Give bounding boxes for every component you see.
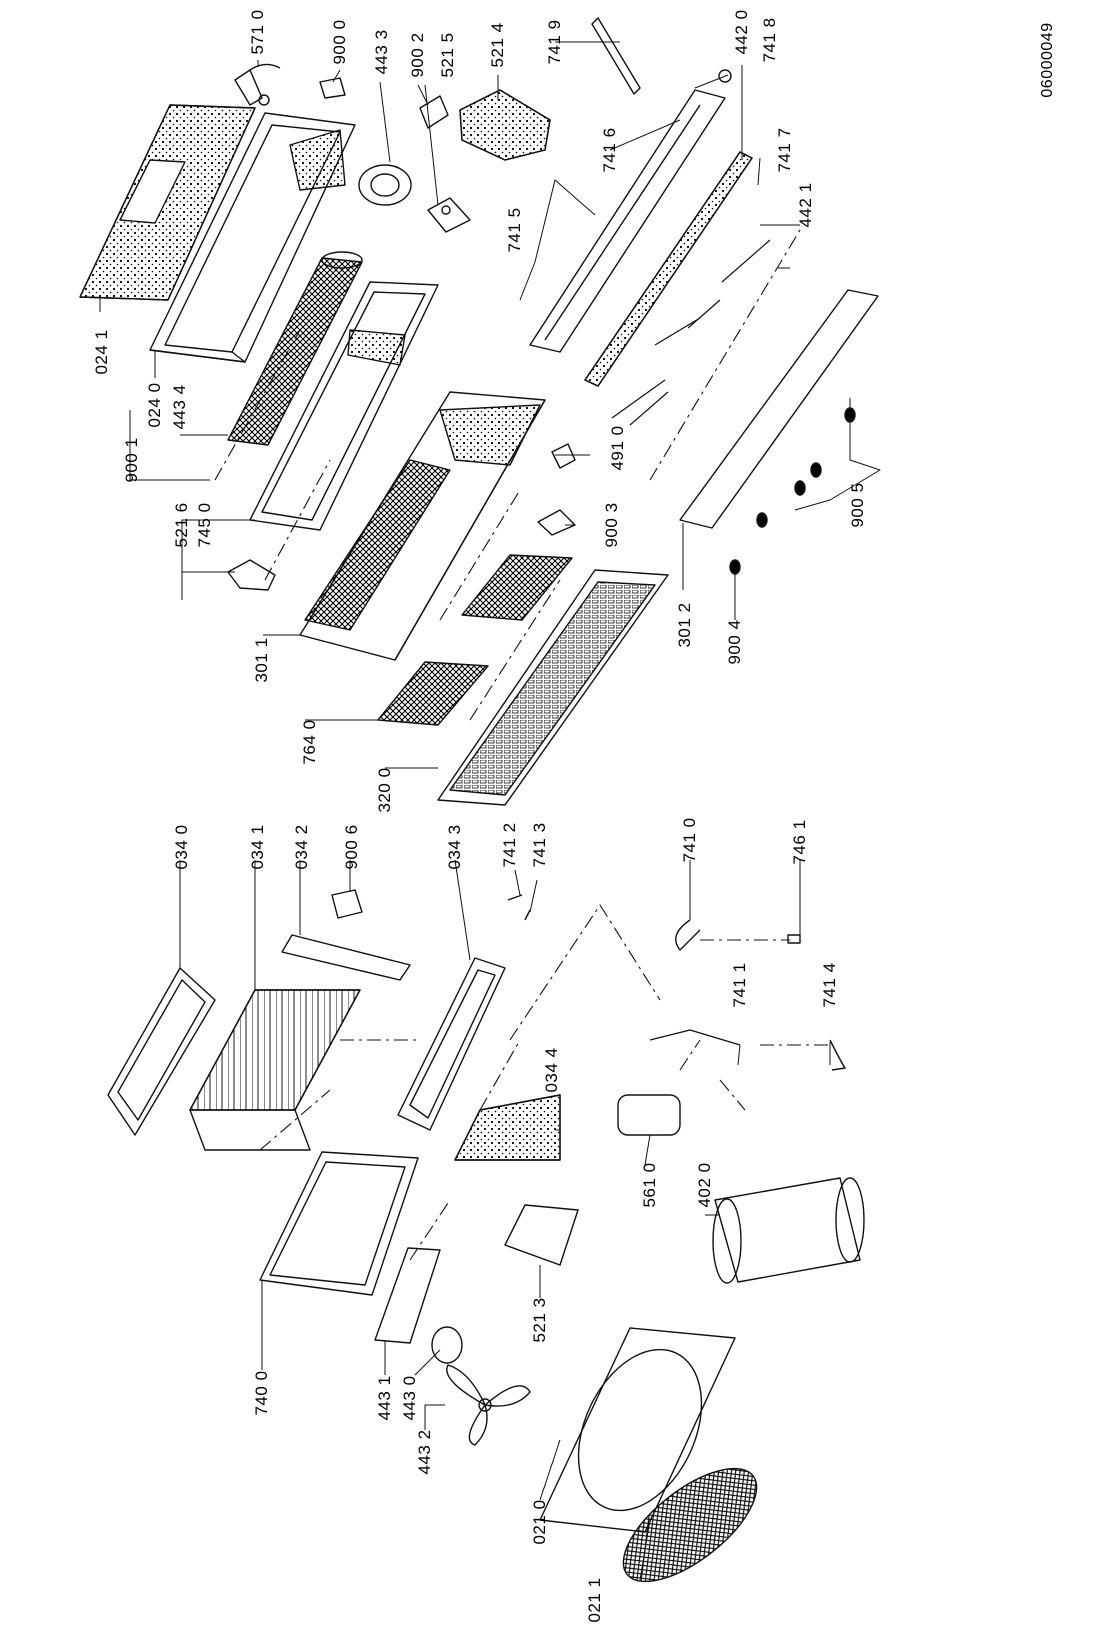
condenser-coil-0341 <box>189 989 361 1151</box>
bearing-5215 <box>427 197 471 233</box>
clip-9000 <box>319 77 346 99</box>
control-box-5214 <box>459 89 551 161</box>
leader-lines <box>99 41 881 1581</box>
chassis-0240 <box>149 112 356 363</box>
valves-7412-7413 <box>507 894 531 921</box>
front-frame-3011 <box>299 391 546 661</box>
top-cover-0340 <box>107 967 216 1136</box>
pipe-7419 <box>591 17 641 95</box>
base-tray-0343 <box>397 957 506 1131</box>
motor-bracket-4431 <box>374 1247 441 1344</box>
filter-7640 <box>377 661 489 726</box>
holder-9003 <box>537 509 576 536</box>
bearing-5216 <box>227 559 276 591</box>
plug-7461 <box>787 934 801 944</box>
fan-blade-4432 <box>446 1364 531 1446</box>
cover-9006 <box>331 889 363 919</box>
front-panel-0210 <box>539 1327 736 1533</box>
fan-motor-4433 <box>358 164 412 206</box>
valve-7411 <box>649 1029 741 1046</box>
crossflow-fan-4434 <box>227 251 363 446</box>
louver-7418 <box>584 151 753 387</box>
flap-3012 <box>679 289 879 529</box>
louver-blades-7417 <box>611 239 771 426</box>
pipe-7414 <box>829 1039 846 1071</box>
bracket-9002 <box>419 95 449 129</box>
partition-0344 <box>454 1094 561 1161</box>
fan-motor-4430 <box>431 1326 463 1364</box>
front-panel-3200 <box>437 569 669 806</box>
accumulator-4020 <box>712 1177 865 1284</box>
side-panel-7400 <box>259 1151 419 1296</box>
back-plate-0241 <box>79 104 256 301</box>
fan-guard-0211 <box>622 1467 758 1583</box>
cap-4420 <box>718 69 732 83</box>
capacitor-box-5213 <box>504 1204 579 1266</box>
evaporator-frame-7450 <box>249 281 439 531</box>
filter-upper <box>461 554 573 621</box>
side-panel-0342 <box>281 934 411 981</box>
compressor-5610 <box>617 1094 681 1136</box>
explode-axes <box>214 229 830 1261</box>
screw-caps-9005 <box>756 407 856 528</box>
valve-assembly-7410 <box>675 919 701 951</box>
sensor-5710 <box>234 63 281 106</box>
drain-tray-7416 <box>529 89 726 353</box>
bracket-4910 <box>551 443 576 469</box>
